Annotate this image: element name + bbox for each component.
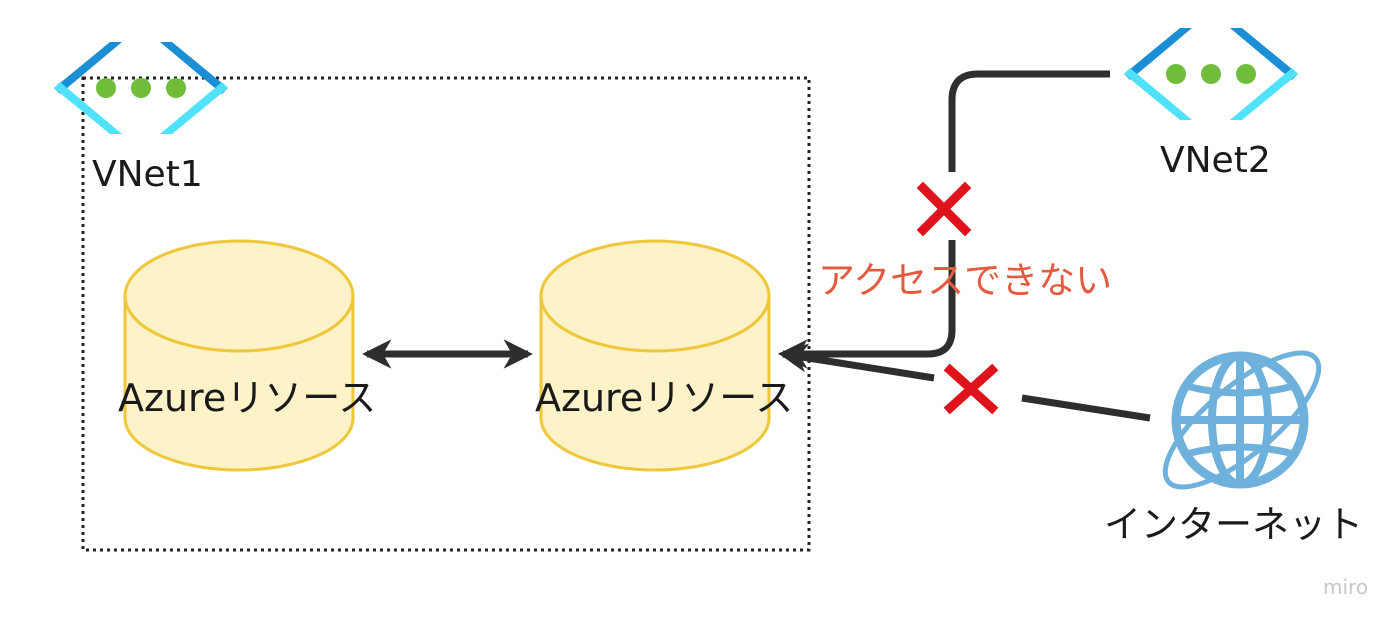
globe-icon [1162,350,1322,490]
resource-left-label: Azureリソース [118,376,376,420]
vnet1-label: VNet1 [92,154,203,195]
vnet2-label: VNet2 [1160,140,1271,181]
internet-connector [783,354,1151,422]
database-cylinder-icon [123,239,355,472]
vnet1-icon [54,42,228,134]
database-cylinder-icon [539,239,771,472]
internet-label: インターネット [1104,503,1363,546]
vnet2-icon [1124,28,1298,120]
vnet2-connector [783,70,1110,354]
miro-watermark: miro [1323,575,1368,599]
vnet1-boundary [81,76,811,552]
resource-right-label: Azureリソース [535,376,793,420]
blocked-x-icon [943,363,999,415]
blocked-x-icon [916,181,972,237]
blocked-note: アクセスできない [818,259,1112,302]
